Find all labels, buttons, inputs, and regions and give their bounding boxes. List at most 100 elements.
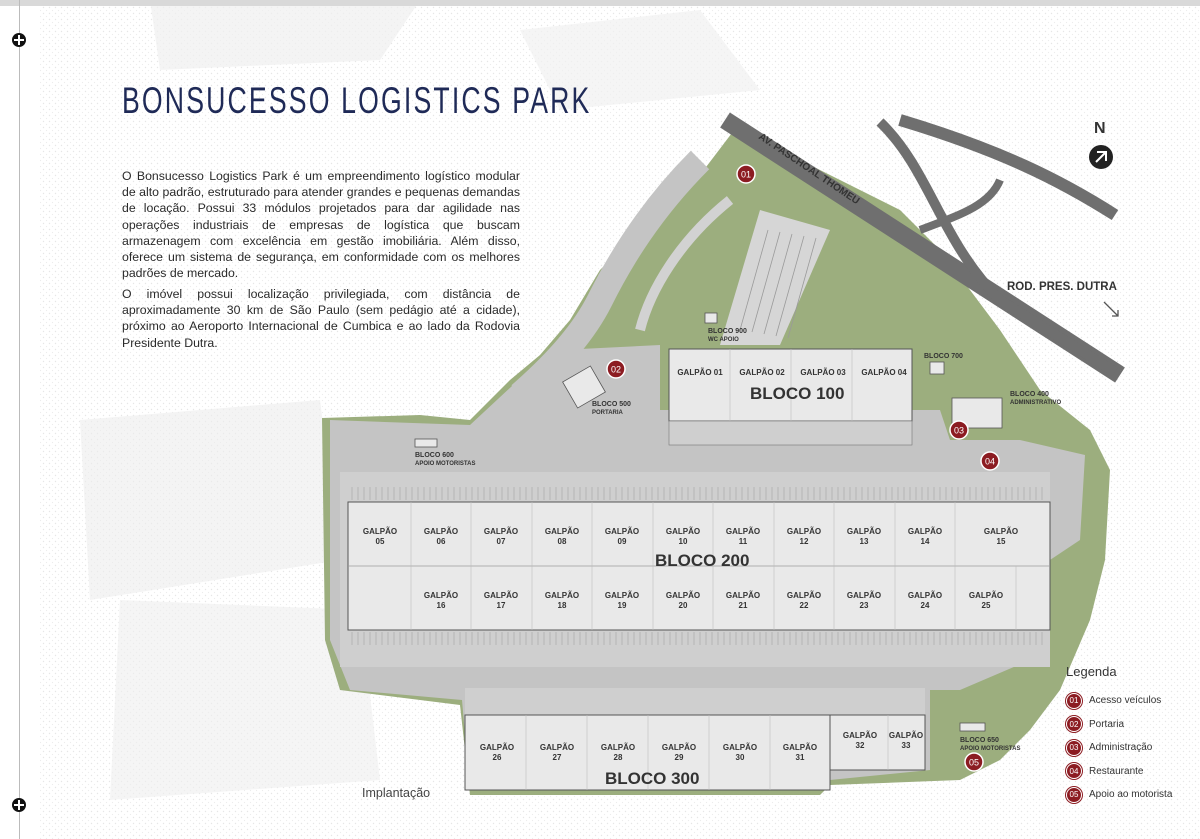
map-caption: Implantação	[362, 786, 431, 800]
galpao-19-label: GALPÃO	[605, 591, 639, 600]
legend-badge: 04	[1066, 763, 1082, 780]
galpao-05-label: GALPÃO	[363, 527, 397, 536]
galpao-33-label: GALPÃO	[889, 731, 923, 740]
galpao-16-number: 16	[437, 601, 446, 610]
bloco-400-label: BLOCO 400	[1010, 391, 1049, 398]
galpao-33-number: 33	[902, 741, 911, 750]
galpao-21-number: 21	[739, 601, 748, 610]
galpao-30-number: 30	[736, 753, 745, 762]
galpao-13-number: 13	[860, 537, 869, 546]
parking-lot	[720, 210, 830, 345]
galpao-17-label: GALPÃO	[484, 591, 518, 600]
bloco-500-building	[562, 365, 606, 409]
bloco-700-building	[929, 361, 945, 375]
galpao-06-label: GALPÃO	[424, 527, 458, 536]
intro-paragraph-2: O imóvel possui localização privilegiada…	[122, 287, 520, 350]
legend-item: 03 Administração	[1066, 736, 1196, 760]
legend-badge: 03	[1066, 739, 1082, 756]
galpao-25-label: GALPÃO	[969, 591, 1003, 600]
access-road	[511, 150, 710, 405]
intro-paragraph-1: O Bonsucesso Logistics Park é um empreen…	[122, 169, 520, 281]
map-marker-01: 01	[736, 164, 756, 184]
galpao-18-label: GALPÃO	[545, 591, 579, 600]
bloco-400-sub: ADMINISTRATIVO	[1010, 400, 1062, 406]
galpao-23-label: GALPÃO	[847, 591, 881, 600]
bloco-500-sub: PORTARIA	[592, 410, 624, 416]
galpao-14-label: GALPÃO	[908, 527, 942, 536]
bloco-200-label: BLOCO 200	[655, 551, 749, 570]
galpao-10-number: 10	[679, 537, 688, 546]
north-label: N	[1094, 120, 1106, 137]
galpao-02-label: GALPÃO 02	[739, 368, 785, 377]
galpao-07-label: GALPÃO	[484, 527, 518, 536]
galpao-27-number: 27	[553, 753, 562, 762]
map-marker-number: 03	[954, 426, 964, 436]
galpao-31-number: 31	[796, 753, 805, 762]
galpao-17-number: 17	[497, 601, 506, 610]
page-title: BONSUCESSO LOGISTICS PARK	[122, 80, 592, 121]
galpao-08-number: 08	[558, 537, 567, 546]
galpao-19-number: 19	[618, 601, 627, 610]
legend-label: Apoio ao motorista	[1089, 789, 1173, 801]
map-marker-04: 04	[980, 451, 1000, 471]
map-marker-02: 02	[606, 359, 626, 379]
galpao-18-number: 18	[558, 601, 567, 610]
legend-label: Administração	[1089, 742, 1153, 754]
galpao-20-number: 20	[679, 601, 688, 610]
galpao-23-number: 23	[860, 601, 869, 610]
map-marker-number: 04	[985, 457, 995, 467]
galpao-14-number: 14	[921, 537, 930, 546]
galpao-28-label: GALPÃO	[601, 743, 635, 752]
legend-item: 04 Restaurante	[1066, 760, 1196, 784]
galpao-09-number: 09	[618, 537, 627, 546]
map-marker-number: 02	[611, 365, 621, 375]
galpao-22-label: GALPÃO	[787, 591, 821, 600]
access-road-inner	[635, 196, 734, 332]
galpao-32-label: GALPÃO	[843, 731, 877, 740]
bloco-300-pavement	[465, 688, 925, 718]
legend-label: Portaria	[1089, 718, 1125, 730]
bloco-700-label: BLOCO 700	[924, 353, 963, 360]
galpao-29-number: 29	[675, 753, 684, 762]
bloco-300-annex	[829, 714, 926, 771]
map-marker-05: 05	[964, 752, 984, 772]
map-marker-03: 03	[949, 420, 969, 440]
crop-guide-line	[19, 0, 20, 839]
bloco-900-sub: WC APOIO	[708, 337, 739, 343]
galpao-28-number: 28	[614, 753, 623, 762]
registration-mark-icon	[12, 33, 26, 47]
galpao-01-label: GALPÃO 01	[677, 368, 723, 377]
bloco-500-label: BLOCO 500	[592, 401, 631, 408]
galpao-12-label: GALPÃO	[787, 527, 821, 536]
legend-label: Acesso veículos	[1089, 695, 1162, 707]
bloco-900-label: BLOCO 900	[708, 328, 747, 335]
map-marker-number: 01	[741, 170, 751, 180]
bloco-650-label: BLOCO 650	[960, 737, 999, 744]
galpao-26-number: 26	[493, 753, 502, 762]
galpao-13-label: GALPÃO	[847, 527, 881, 536]
galpao-24-label: GALPÃO	[908, 591, 942, 600]
galpao-32-number: 32	[856, 741, 865, 750]
bloco-100-building	[668, 348, 913, 422]
legend-label: Restaurante	[1089, 765, 1144, 777]
galpao-11-number: 11	[739, 537, 748, 546]
highway-arrow-icon	[1103, 301, 1119, 317]
top-bar	[0, 0, 1200, 6]
highway-label: ROD. PRES. DUTRA	[1007, 281, 1117, 293]
bloco-650-building	[959, 722, 986, 732]
galpao-26-label: GALPÃO	[480, 743, 514, 752]
galpao-10-label: GALPÃO	[666, 527, 700, 536]
bloco-100-label: BLOCO 100	[750, 384, 844, 403]
galpao-25-number: 25	[982, 601, 991, 610]
galpao-15-label: GALPÃO	[984, 527, 1018, 536]
galpao-08-label: GALPÃO	[545, 527, 579, 536]
galpao-12-number: 12	[800, 537, 809, 546]
bloco-600-building	[414, 438, 438, 448]
galpao-15-number: 15	[997, 537, 1006, 546]
